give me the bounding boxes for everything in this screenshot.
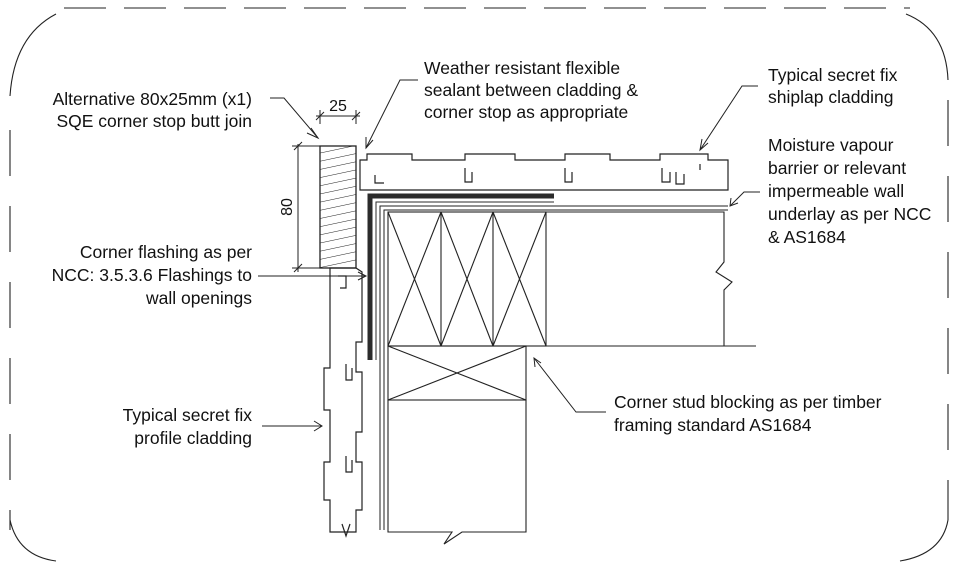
profile-cladding-line-1: Typical secret fix [123, 405, 253, 425]
vapour-barrier-line-3: impermeable wall [768, 181, 904, 201]
vapour-barrier-line-5: & AS1684 [768, 227, 846, 247]
alt-corner-stop-line-2: SQE corner stop butt join [56, 111, 252, 131]
annotation-vapour-barrier: Moisture vapour barrier or relevant impe… [768, 135, 931, 247]
vapour-barrier-line-1: Moisture vapour [768, 135, 894, 155]
flashing-line-3: wall openings [145, 288, 252, 308]
dimension-80-label: 80 [279, 198, 296, 216]
timber-studs [387, 211, 756, 347]
dimension-25-label: 25 [329, 98, 347, 115]
corner-flashing [367, 193, 554, 360]
annotation-stud-blocking: Corner stud blocking as per timber frami… [614, 392, 882, 435]
stud-blocking-line-2: framing standard AS1684 [614, 415, 812, 435]
flashing-line-1: Corner flashing as per [80, 242, 252, 262]
sealant-line-2: sealant between cladding & [424, 80, 638, 100]
sealant-line-1: Weather resistant flexible [424, 58, 620, 78]
annotation-sealant: Weather resistant flexible sealant betwe… [424, 58, 638, 122]
sealant-line-3: corner stop as appropriate [424, 102, 628, 122]
shiplap-line-1: Typical secret fix [768, 65, 898, 85]
annotation-alt-corner-stop: Alternative 80x25mm (x1) SQE corner stop… [53, 89, 252, 131]
dimension-80 [292, 141, 320, 273]
vapour-barrier [379, 205, 728, 530]
corner-stop [319, 145, 357, 269]
profile-cladding-line-2: profile cladding [134, 428, 252, 448]
annotation-shiplap: Typical secret fix shiplap cladding [768, 65, 898, 107]
stud-blocking [387, 345, 527, 545]
alt-corner-stop-line-1: Alternative 80x25mm (x1) [53, 89, 252, 109]
leader-lines [258, 79, 760, 432]
shiplap-line-2: shiplap cladding [768, 87, 894, 107]
shiplap-cladding [359, 153, 729, 191]
drawing-frame [9, 7, 949, 562]
vapour-barrier-line-2: barrier or relevant [768, 158, 906, 178]
vapour-barrier-line-4: underlay as per NCC [768, 204, 931, 224]
annotation-flashing: Corner flashing as per NCC: 3.5.3.6 Flas… [52, 242, 253, 308]
flashing-line-2: NCC: 3.5.3.6 Flashings to [52, 265, 252, 285]
annotation-profile-cladding: Typical secret fix profile cladding [123, 405, 253, 448]
dimension-25 [315, 110, 361, 124]
stud-blocking-line-1: Corner stud blocking as per timber [614, 392, 882, 412]
profile-cladding [323, 267, 363, 538]
